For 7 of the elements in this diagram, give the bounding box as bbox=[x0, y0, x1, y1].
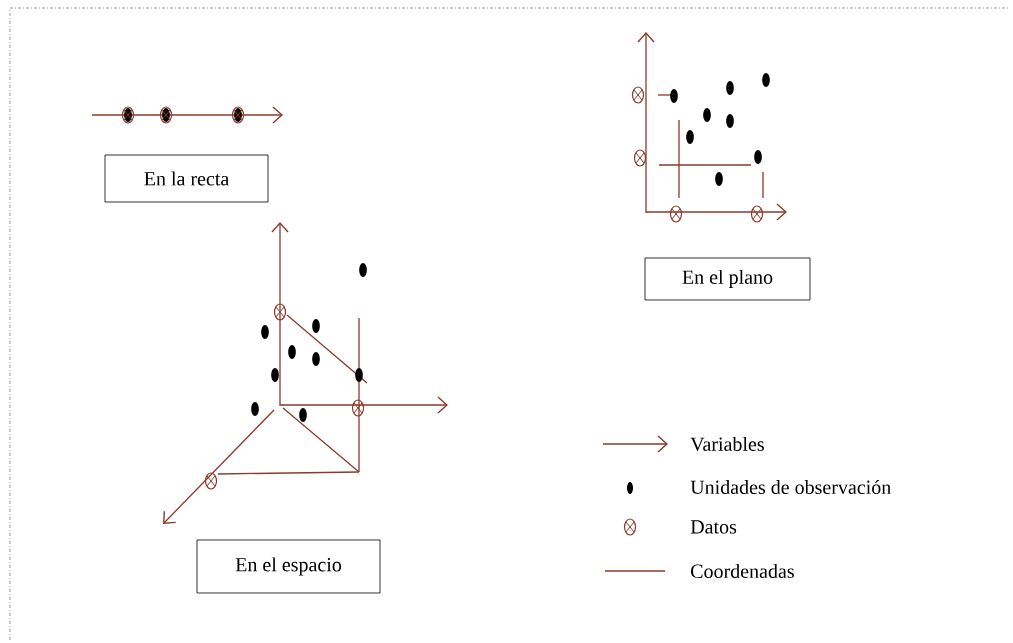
legend-label: Coordenadas bbox=[691, 563, 794, 578]
caption-box: En la recta bbox=[104, 154, 269, 203]
caption-box: En el plano bbox=[644, 257, 811, 301]
legend-label: Unidades de observación bbox=[690, 479, 891, 495]
caption-box: En el espacio bbox=[196, 539, 381, 594]
legend-label: Datos bbox=[690, 520, 737, 534]
legend-label: Variables bbox=[690, 436, 764, 452]
